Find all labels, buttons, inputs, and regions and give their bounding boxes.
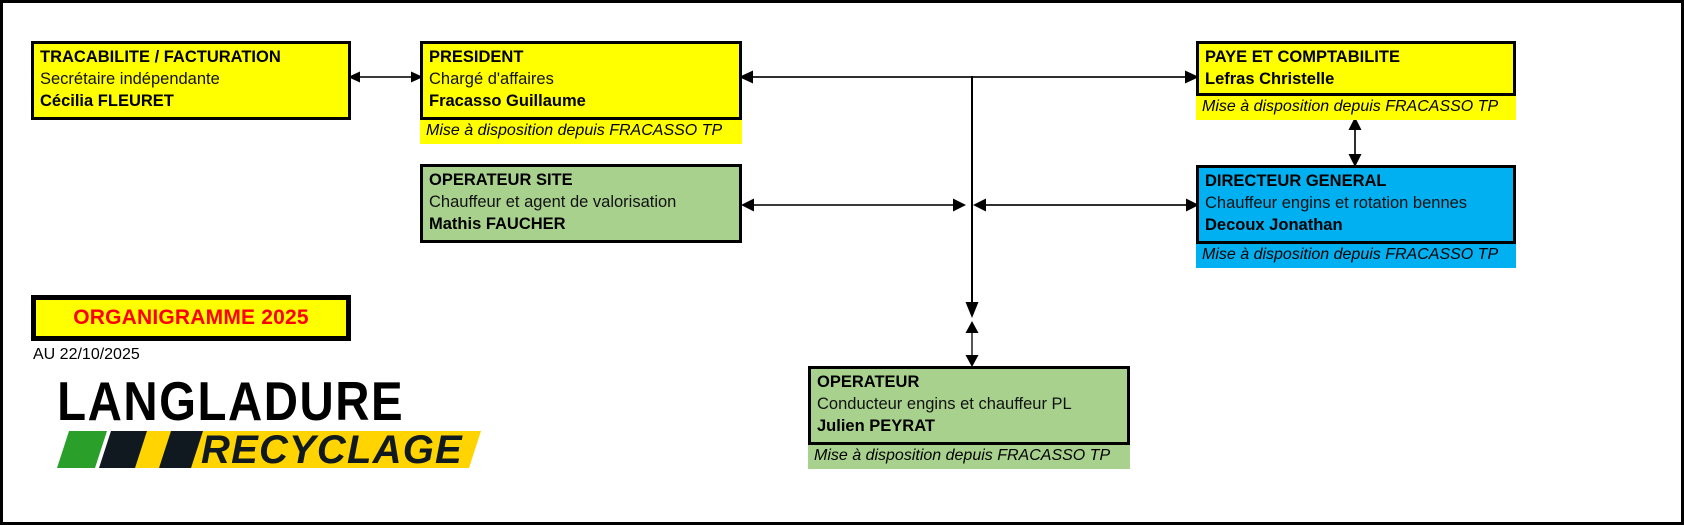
node-title: OPERATEUR SITE [429, 171, 573, 189]
node-person: Lefras Christelle [1205, 69, 1335, 88]
connector-trunk-operateur [960, 321, 984, 367]
connector-tracabilite-president [348, 65, 423, 89]
connector-vertical-trunk [965, 76, 979, 318]
node-title: PRESIDENT [429, 48, 524, 66]
node-paye-note: Mise à disposition depuis FRACASSO TP [1196, 96, 1516, 120]
node-directeur-general[interactable]: DIRECTEUR GENERAL Chauffeur engins et ro… [1196, 165, 1516, 244]
node-title: TRACABILITE / FACTURATION [40, 48, 281, 66]
connector-trunk-directeur-general [973, 193, 1199, 217]
logo-black-slash-2 [159, 431, 203, 468]
node-operateur-site[interactable]: OPERATEUR SITE Chauffeur et agent de val… [420, 164, 742, 243]
chart-date: AU 22/10/2025 [33, 346, 140, 363]
node-president-note: Mise à disposition depuis FRACASSO TP [420, 120, 742, 144]
node-role: Secrétaire indépendante [40, 69, 220, 88]
logo-artwork: LANGLADURE RECYCLAGE [57, 375, 481, 470]
node-person: Fracasso Guillaume [429, 91, 586, 110]
logo-word-bottom: RECYCLAGE [201, 428, 463, 470]
logo-word-top: LANGLADURE [57, 375, 404, 432]
node-operateur-note: Mise à disposition depuis FRACASSO TP [808, 445, 1130, 469]
title-badge-text: ORGANIGRAMME 2025 [73, 306, 309, 329]
node-tracabilite-facturation[interactable]: TRACABILITE / FACTURATION Secrétaire ind… [31, 41, 351, 120]
node-president[interactable]: PRESIDENT Chargé d'affaires Fracasso Gui… [420, 41, 742, 120]
node-title: DIRECTEUR GENERAL [1205, 172, 1387, 190]
logo-black-slash-1 [99, 431, 147, 468]
node-role: Chauffeur engins et rotation bennes [1205, 193, 1468, 212]
node-role: Chargé d'affaires [429, 69, 554, 88]
node-paye-et-comptabilite[interactable]: PAYE ET COMPTABILITE Lefras Christelle [1196, 41, 1516, 96]
node-operateur[interactable]: OPERATEUR Conducteur engins et chauffeur… [808, 366, 1130, 445]
node-person: Decoux Jonathan [1205, 215, 1343, 234]
company-logo: LANGLADURE RECYCLAGE [51, 375, 481, 470]
logo-green-slash [57, 431, 107, 468]
node-person: Cécilia FLEURET [40, 91, 174, 110]
node-title: OPERATEUR [817, 373, 920, 391]
connector-arrow-into-paye [1163, 65, 1199, 89]
node-directeur-general-note: Mise à disposition depuis FRACASSO TP [1196, 244, 1516, 268]
node-role: Chauffeur et agent de valorisation [429, 192, 677, 211]
logo-yellow-band [115, 431, 481, 468]
title-badge: ORGANIGRAMME 2025 [31, 295, 351, 341]
connector-operateur-site-trunk [741, 193, 966, 217]
node-person: Julien PEYRAT [817, 416, 935, 435]
connector-paye-directeur-general [1343, 117, 1367, 167]
node-role: Conducteur engins et chauffeur PL [817, 394, 1072, 413]
node-person: Mathis FAUCHER [429, 214, 566, 233]
node-title: PAYE ET COMPTABILITE [1205, 48, 1400, 66]
